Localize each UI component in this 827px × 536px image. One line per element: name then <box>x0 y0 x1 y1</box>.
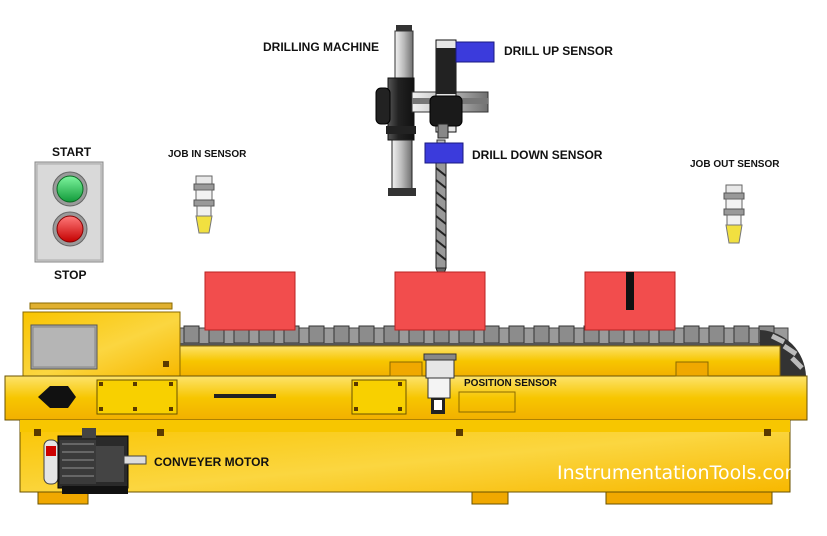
bolt <box>456 429 463 436</box>
job-in-sensor-label: JOB IN SENSOR <box>168 149 247 160</box>
bolt <box>99 382 103 386</box>
conveyor-machine-body <box>4 302 808 505</box>
bolt <box>398 407 402 411</box>
bolt <box>157 429 164 436</box>
belt-cleat <box>733 325 750 344</box>
conveyer-motor <box>43 428 147 494</box>
stop-label: STOP <box>54 268 87 282</box>
bolt <box>169 382 173 386</box>
bolt <box>34 429 41 436</box>
bolt <box>169 407 173 411</box>
belt-cleat <box>558 325 575 344</box>
belt-cleat <box>708 325 725 344</box>
conveyer-motor-label: CONVEYER MOTOR <box>154 455 270 469</box>
job-out-sensor <box>723 184 745 244</box>
bolt <box>764 429 771 436</box>
drill-down-sensor-label: DRILL DOWN SENSOR <box>472 148 603 162</box>
drilling-machine-label: DRILLING MACHINE <box>263 40 379 54</box>
belt-cleat <box>508 325 525 344</box>
belt-cleat <box>333 325 350 344</box>
selector-knob[interactable] <box>38 386 76 408</box>
belt-cleat <box>183 325 200 344</box>
belt-cleat <box>308 325 325 344</box>
stop-button[interactable] <box>56 215 84 243</box>
job-out-sensor-label: JOB OUT SENSOR <box>690 159 780 170</box>
job-block-2 <box>394 271 486 331</box>
drill-down-sensor <box>424 142 464 164</box>
bolt <box>133 382 137 386</box>
start-button[interactable] <box>56 175 84 203</box>
start-stop-panel <box>34 161 104 263</box>
position-sensor-label: POSITION SENSOR <box>464 378 557 389</box>
belt-cleat <box>683 325 700 344</box>
drill-bit <box>435 161 447 284</box>
bolt <box>133 407 137 411</box>
job-in-sensor <box>193 175 215 234</box>
drill-up-sensor <box>455 41 495 63</box>
drill-up-sensor-label: DRILL UP SENSOR <box>504 44 613 58</box>
job-block-1 <box>204 271 296 331</box>
drilled-hole <box>626 272 634 310</box>
belt-cleat <box>533 325 550 344</box>
position-sensor <box>423 353 457 414</box>
bolt <box>99 407 103 411</box>
belt-cleat <box>483 325 500 344</box>
bolt <box>354 382 358 386</box>
bolt <box>398 382 402 386</box>
bolt <box>354 407 358 411</box>
start-label: START <box>52 145 92 159</box>
watermark: InstrumentationTools.com <box>557 462 803 484</box>
belt-cleat <box>358 325 375 344</box>
drilling-machine <box>375 25 489 284</box>
